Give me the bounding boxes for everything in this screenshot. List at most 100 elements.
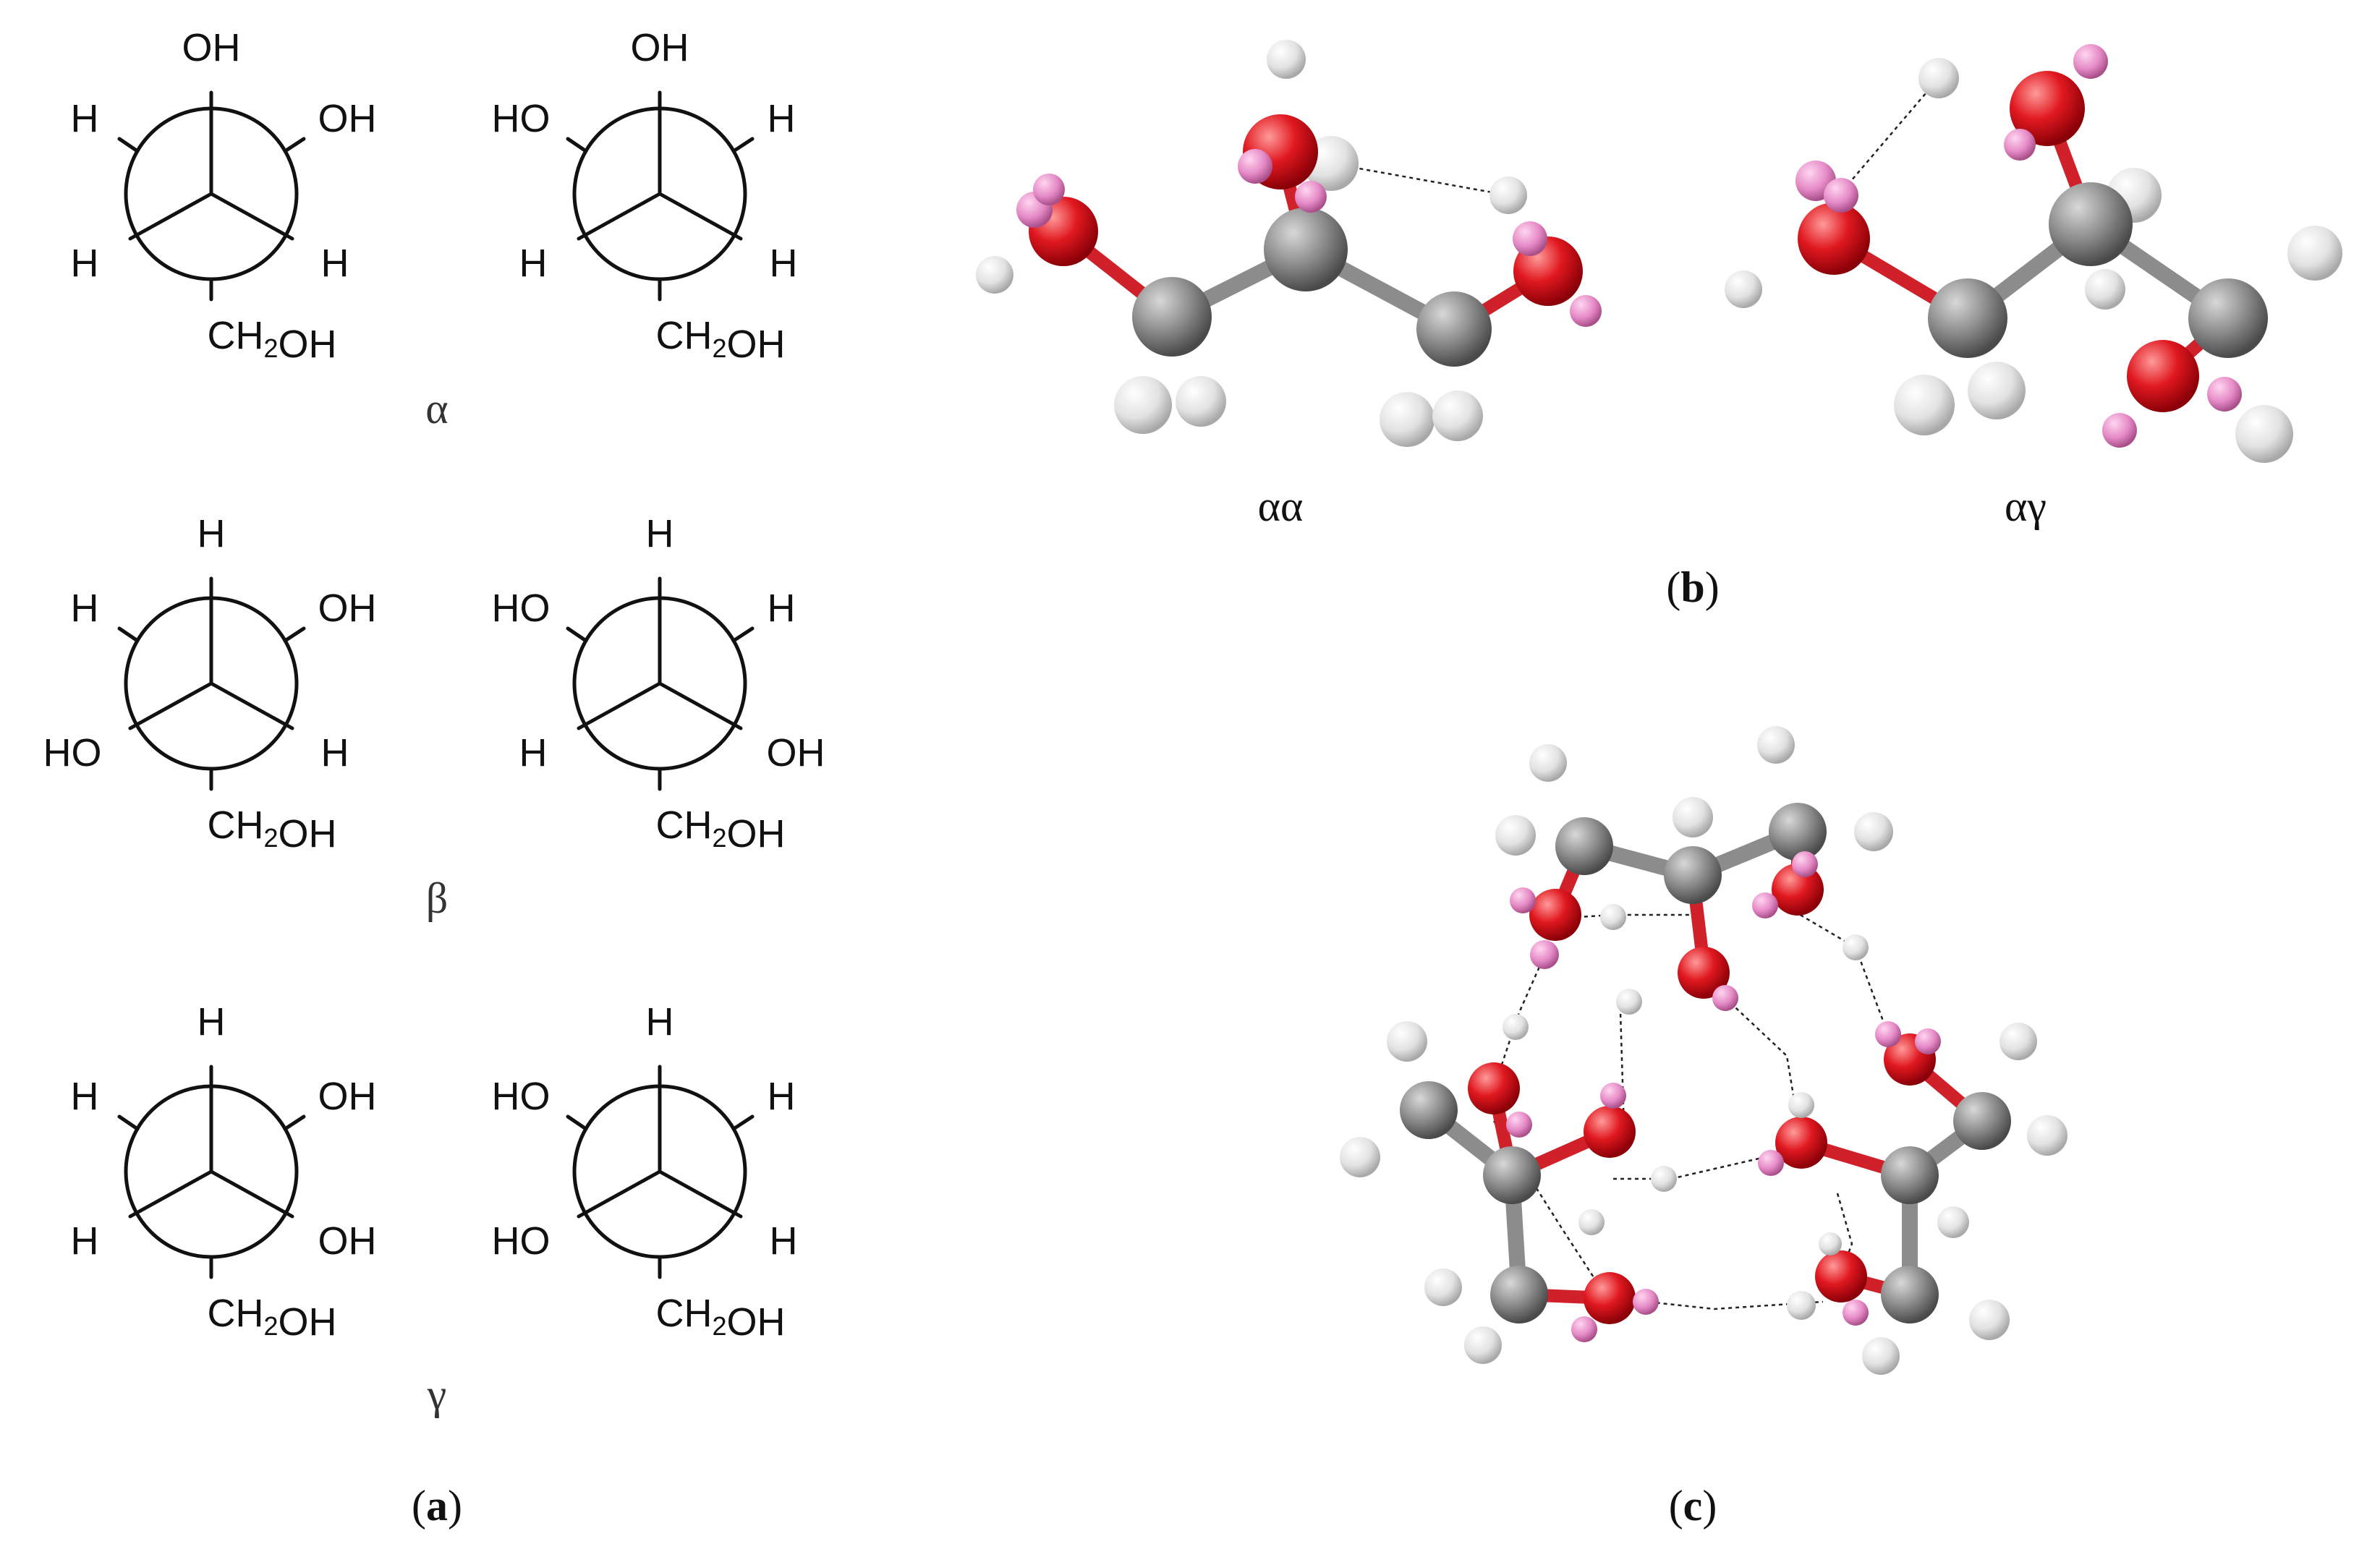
hydrogen-atom xyxy=(976,256,1013,294)
hydroxyl-hydrogen-atom xyxy=(1571,1316,1597,1342)
hydroxyl-hydrogen-atom xyxy=(1915,1028,1941,1054)
hydrogen-atom xyxy=(1937,1206,1969,1238)
hydroxyl-hydrogen-atom xyxy=(2073,44,2108,79)
hydroxyl-hydrogen-atom xyxy=(2207,377,2242,412)
hydroxyl-hydrogen-atom xyxy=(1033,174,1065,205)
substituent-top: H xyxy=(646,1000,674,1044)
hydrogen-atom xyxy=(1894,375,1955,435)
substituent-upper-right: H xyxy=(768,587,796,630)
carbon-atom xyxy=(1881,1266,1939,1323)
oxygen-atom xyxy=(1775,1117,1827,1169)
hydrogen-atom xyxy=(1464,1326,1502,1364)
back-bond-upper-left xyxy=(117,137,140,153)
hydroxyl-hydrogen-atom xyxy=(1875,1021,1901,1047)
newman-gamma-left: H H OH H OH CH2OH xyxy=(71,1000,377,1344)
substituent-top: H xyxy=(197,512,226,555)
substituent-lower-left: H xyxy=(519,731,548,775)
substituent-lower-right: H xyxy=(321,731,349,775)
conformer-label-ag: αγ xyxy=(2005,482,2047,530)
caption-a-letter: a xyxy=(426,1482,448,1530)
caption-c-letter: c xyxy=(1683,1482,1703,1530)
oxygen-atom xyxy=(1584,1106,1636,1158)
oxygen-atom xyxy=(1815,1250,1867,1302)
back-bond-upper-left xyxy=(117,1114,140,1131)
back-bond-upper-right xyxy=(731,626,755,643)
hydrogen-bond xyxy=(1612,1297,1824,1310)
back-bond-upper-right xyxy=(283,137,306,153)
hydroxyl-hydrogen-atom xyxy=(1506,1112,1532,1138)
substituent-bottom: CH2OH xyxy=(655,1292,785,1344)
back-bond-upper-left xyxy=(566,1114,588,1131)
substituent-bottom: CH2OH xyxy=(207,1292,336,1344)
carbon-atom xyxy=(1664,846,1722,904)
substituent-top: OH xyxy=(182,26,241,69)
molecule-aa xyxy=(976,40,1602,447)
substituent-bottom: CH2OH xyxy=(207,803,336,856)
newman-beta-left: H H OH HO H CH2OH xyxy=(43,512,377,856)
hydrogen-atom xyxy=(1340,1137,1380,1177)
substituent-lower-left: H xyxy=(71,1219,99,1263)
newman-beta-right: H HO H H OH CH2OH xyxy=(492,512,825,856)
hydrogen-atom xyxy=(1600,904,1626,930)
substituent-upper-left: HO xyxy=(492,97,551,140)
panel-c: (c) xyxy=(1340,726,2067,1530)
newman-alpha-right: OH HO H H H CH2OH xyxy=(492,26,798,366)
front-bond-lower-right xyxy=(209,1169,294,1219)
conformer-label-gamma: γ xyxy=(427,1370,447,1418)
back-bond-upper-right xyxy=(731,1114,755,1131)
hydroxyl-hydrogen-atom xyxy=(1752,892,1778,918)
hydrogen-atom xyxy=(1918,58,1959,98)
front-bond-lower-right xyxy=(209,192,294,241)
hydroxyl-hydrogen-atom xyxy=(2102,413,2137,448)
hydroxyl-hydrogen-atom xyxy=(1530,940,1559,969)
back-bond-upper-right xyxy=(731,137,755,153)
substituent-top: OH xyxy=(631,26,689,69)
carbon-atom xyxy=(1132,277,1212,357)
oxygen-atom xyxy=(1468,1062,1520,1114)
hydrogen-atom xyxy=(1757,726,1795,764)
hydrogen-bond xyxy=(1330,162,1509,197)
caption-c: (c) xyxy=(1669,1482,1717,1530)
substituent-lower-left: H xyxy=(519,242,548,285)
front-bond-lower-right xyxy=(658,681,743,730)
hydrogen-atom xyxy=(1788,1092,1814,1118)
substituent-upper-left: H xyxy=(71,1075,99,1118)
hydrogen-atom xyxy=(1380,392,1435,447)
hydrogen-atom xyxy=(1725,270,1762,308)
substituent-lower-left: H xyxy=(71,242,99,285)
carbon-atom xyxy=(1928,278,2007,358)
hydroxyl-hydrogen-atom xyxy=(1824,178,1858,213)
hydroxyl-hydrogen-atom xyxy=(1570,295,1602,327)
hydroxyl-hydrogen-atom xyxy=(1513,221,1547,256)
carbon-atom xyxy=(2049,182,2133,266)
conformer-label-beta: β xyxy=(426,874,449,922)
hydrogen-atom xyxy=(1968,362,2026,419)
newman-gamma-right: H HO H HO H CH2OH xyxy=(492,1000,798,1344)
front-bond-lower-left xyxy=(577,192,662,241)
oxygen-atom xyxy=(2010,71,2085,146)
hydrogen-bond xyxy=(1613,1156,1766,1180)
hydrogen-atom xyxy=(1529,744,1567,782)
hydrogen-atom xyxy=(2287,226,2342,281)
hydroxyl-hydrogen-atom xyxy=(1633,1289,1659,1315)
molecule-ag xyxy=(1725,44,2342,463)
substituent-upper-right: OH xyxy=(318,587,377,630)
oxygen-atom xyxy=(1798,202,1870,275)
carbon-atom xyxy=(1416,291,1492,367)
substituent-lower-left: HO xyxy=(492,1219,551,1263)
substituent-upper-right: H xyxy=(768,97,796,140)
oxygen-atom xyxy=(1584,1272,1636,1324)
oxygen-atom xyxy=(2127,340,2199,412)
hydrogen-atom xyxy=(1854,812,1893,851)
substituent-upper-left: H xyxy=(71,587,99,630)
carbon-atom xyxy=(1483,1146,1541,1204)
hydroxyl-hydrogen-atom xyxy=(1238,149,1272,184)
panel-a: OH H OH H H CH2OH OH HO H H H CH2OH α xyxy=(43,26,825,1530)
back-bond-upper-right xyxy=(283,1114,306,1131)
carbon-atom xyxy=(1264,208,1348,291)
substituent-lower-right: OH xyxy=(767,731,825,775)
substituent-upper-left: H xyxy=(71,97,99,140)
molecule-top xyxy=(1495,726,1893,1015)
front-bond-lower-right xyxy=(658,1169,743,1219)
hydrogen-atom xyxy=(1489,176,1527,214)
